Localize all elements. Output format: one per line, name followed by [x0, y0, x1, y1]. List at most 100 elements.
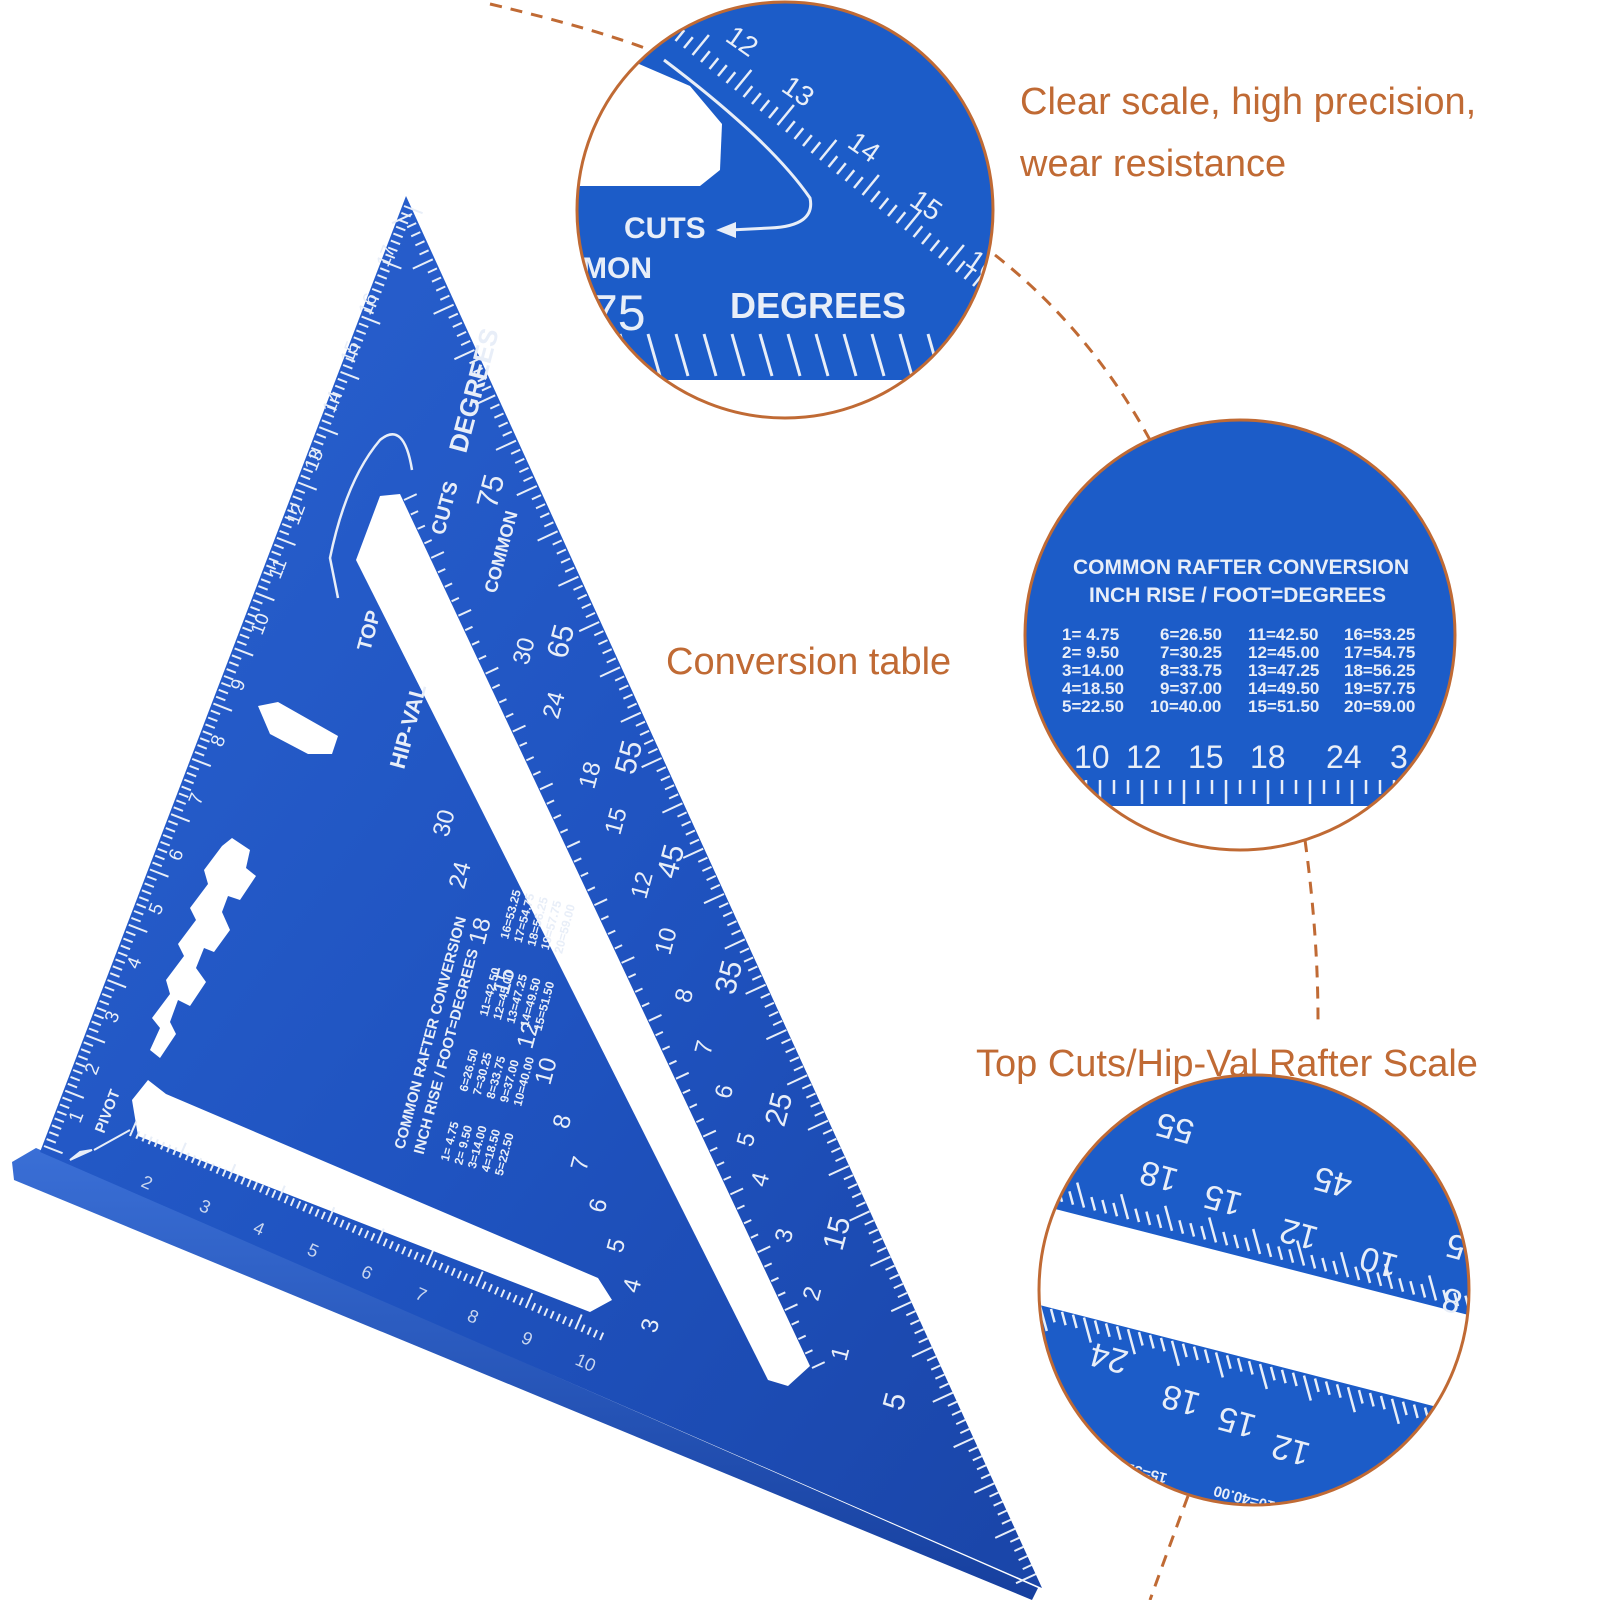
ruler-tick	[543, 521, 554, 528]
ruler-tick	[1324, 1381, 1331, 1396]
ruler-tick	[109, 972, 120, 978]
ruler-tick	[395, 225, 406, 232]
ruler-tick	[660, 775, 671, 782]
ruler-tick	[324, 412, 335, 418]
ruler-tick	[578, 621, 600, 633]
ruler-tick	[895, 211, 907, 224]
ruler-tick	[43, 1145, 63, 1155]
ruler-tick	[697, 856, 708, 863]
ruler-tick	[75, 1062, 86, 1068]
ruler-tick	[115, 958, 126, 964]
ruler-tick	[622, 693, 633, 700]
zoom1-degrees-label: DEGREES	[730, 285, 906, 326]
ruler-tick	[963, 267, 975, 280]
ruler-tick	[133, 910, 144, 916]
ruler-tick	[757, 1245, 771, 1254]
ruler-tick	[980, 1473, 991, 1480]
ruler-tick	[339, 1219, 345, 1228]
ruler-tick	[64, 1089, 85, 1099]
ruler-tick	[606, 657, 617, 664]
ruler-tick	[855, 1201, 866, 1208]
ruler-tick	[751, 974, 762, 981]
ruler-tick	[197, 744, 208, 750]
ruler-tick	[46, 1138, 57, 1144]
ruler-tick	[123, 937, 134, 944]
ruler-tick	[209, 1163, 215, 1172]
ruler-tick	[592, 1329, 598, 1338]
ruler-tick	[830, 1146, 841, 1154]
base-slot	[132, 1080, 612, 1312]
ruler-tick	[184, 1152, 190, 1161]
ruler-tick	[430, 551, 445, 559]
ruler-tick	[1383, 1263, 1394, 1290]
ruler-tick	[54, 1117, 65, 1123]
ruler-tick	[580, 1324, 586, 1333]
ruler-tick	[477, 376, 488, 383]
ruler-tick	[1321, 1257, 1328, 1272]
ruler-tick	[561, 1316, 568, 1325]
ruler-tick	[725, 71, 737, 84]
ruler-tick	[682, 847, 704, 859]
ruler-tick	[489, 403, 500, 410]
ruler-tick	[870, 333, 886, 377]
ruler-tick	[1148, 1334, 1155, 1349]
ruler-tick	[498, 421, 509, 428]
connector-zoom2-zoom3	[1303, 839, 1320, 1021]
ruler-tick	[491, 683, 501, 690]
ruler-tick	[340, 370, 360, 381]
ruler-tick	[358, 322, 369, 329]
ruler-tick	[1302, 1375, 1313, 1401]
ruler-tick	[62, 1096, 73, 1103]
ruler-tick	[872, 1237, 883, 1244]
ruler-tick	[387, 246, 398, 253]
ruler-tick	[265, 1187, 271, 1196]
ruler-tick	[531, 1302, 537, 1311]
ruler-tick	[989, 1491, 1000, 1498]
ruler-tick	[668, 793, 679, 800]
ruler-tick	[849, 1210, 871, 1222]
ruler-tick	[1244, 1237, 1251, 1252]
ruler-tick	[369, 294, 380, 301]
small-slot	[258, 702, 338, 754]
ruler-tick	[221, 681, 232, 688]
ruler-tick	[300, 474, 311, 481]
ruler-tick	[708, 57, 720, 70]
ruler-tick	[1022, 1563, 1033, 1571]
ruler-tick	[702, 333, 718, 377]
ruler-tick	[178, 792, 189, 799]
ruler-tick	[356, 329, 367, 335]
ruler-tick	[768, 1010, 779, 1018]
ruler-tick	[231, 654, 242, 660]
ruler-tick	[277, 1185, 286, 1201]
ruler-tick	[263, 571, 274, 577]
ruler-tick	[646, 333, 662, 377]
ruler-tick	[213, 702, 233, 712]
ruler-tick	[683, 36, 694, 49]
ruler-tick	[730, 333, 746, 377]
ruler-tick	[573, 584, 584, 591]
pencil-notch-slot	[150, 838, 256, 1058]
ruler-tick	[1082, 1317, 1093, 1343]
ruler-tick	[407, 1249, 413, 1258]
ruler-tick	[1365, 1269, 1372, 1284]
ruler-tick	[691, 34, 710, 56]
ruler-tick	[1049, 1308, 1056, 1323]
ruler-tick	[377, 274, 388, 280]
ruler-tick	[1442, 1289, 1449, 1304]
ruler-tick	[258, 585, 269, 591]
ruler-tick	[1379, 1395, 1386, 1410]
ruler-tick	[827, 155, 839, 168]
ruler-tick	[1467, 1418, 1469, 1433]
ruler-tick	[1346, 1386, 1357, 1413]
zoom2-scale-num: 3	[1390, 739, 1408, 775]
zoom2-scale-num: 24	[1326, 739, 1362, 775]
zoom2-cell: 4=18.50	[1062, 679, 1124, 698]
ruler-tick	[1480, 1422, 1487, 1447]
ruler-tick	[168, 820, 179, 826]
ruler-tick	[1398, 1277, 1405, 1293]
ruler-tick	[417, 524, 426, 530]
ruler-tick	[478, 654, 487, 661]
ruler-tick	[560, 557, 571, 564]
square-base-lip	[12, 1148, 1038, 1600]
ruler-tick	[244, 619, 255, 626]
